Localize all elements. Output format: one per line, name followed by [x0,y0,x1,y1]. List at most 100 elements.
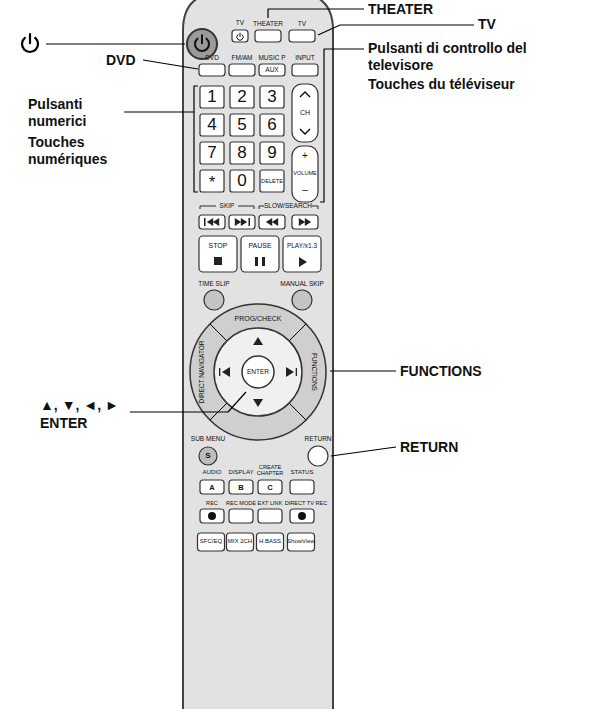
key-button [230,86,254,108]
leader-line [124,111,194,112]
key-button [200,86,224,108]
play-icon [299,257,307,267]
arrow-icon [253,337,263,345]
button-label: TV [236,19,244,27]
key-button [260,142,284,164]
key-number: 9 [267,143,276,163]
callout-label: THEATER [368,1,433,18]
enter-button [242,356,274,388]
key-number: 0 [237,171,246,191]
leader-bracket [194,86,198,192]
record-dot [298,512,306,520]
key-button [260,170,284,192]
button-label: MUSIC P [258,54,285,62]
button-label: STATUS [291,469,314,476]
function-button [200,480,224,494]
button-label: MIX 2CH [228,538,252,545]
button-label: MANUAL SKIP [280,280,323,288]
button-label: ShowView [287,538,315,545]
pause-icon [255,257,258,266]
callout-label: TV [478,16,496,33]
button-label: + [302,150,308,162]
transport-button [199,215,225,229]
record-button [229,509,253,523]
power-symbol [195,35,209,51]
slow-bracket [312,206,318,209]
button-label: PLAY/x1.3 [287,242,317,250]
callout-label: Pulsanti di controllo del televisore [368,40,583,74]
button-label: TIME SLIP [198,280,229,288]
button-label: DIRECT TV REC [285,500,328,507]
button-label: A [209,483,214,492]
key-number: 3 [267,87,276,107]
button-label: RETURN [304,435,331,443]
record-button [200,509,224,523]
key-button [260,114,284,136]
button-label: CH [300,109,310,117]
transport-button [199,236,237,272]
bar-icon [204,218,206,226]
time-slip-button [204,290,224,310]
leader-line [330,370,396,371]
key-button [200,170,224,192]
button-label: – [302,184,308,196]
button-label: SLOW/SEARCH [264,202,312,210]
leader-bracket [320,49,364,202]
source-button [292,64,318,76]
callout-label: ▲, ▼, ◄, ► [40,397,119,414]
button-label: C [267,483,272,492]
arrow-icon [213,218,219,226]
ring-divider [289,403,306,420]
button-label: DELETE [261,178,283,185]
key-number: 1 [207,87,216,107]
skip-bracket [238,206,254,209]
stop-icon [214,257,222,265]
ring-divider [289,324,306,341]
record-button [258,509,282,523]
key-number: 6 [267,115,276,135]
bar-icon [219,368,220,376]
button-label: TV [298,20,306,28]
button-label: H.BASS [259,538,281,545]
key-number: 5 [237,115,246,135]
arrow-icon [299,218,305,226]
record-dot [208,512,216,520]
key-button [200,114,224,136]
transport-button [229,215,255,229]
arrow-icon [207,218,213,226]
source-button [199,64,225,76]
sound-button [227,533,254,551]
button-label: FUNCTIONS [310,353,318,391]
sound-button [257,533,284,551]
key-number: 8 [237,143,246,163]
navigation-ring [190,304,326,440]
leader-line [318,25,474,35]
key-button [230,170,254,192]
arrow-icon [286,367,294,377]
remote-body [183,0,333,709]
tv-button [289,30,315,42]
button-label: STOP [209,242,228,250]
callout-label: Pulsanti numerici [28,96,122,130]
source-button [259,64,285,76]
button-label: EXT LINK [258,500,283,507]
button-label: S [205,451,210,461]
theater-button [255,30,281,42]
button-label: AUDIO [202,469,221,476]
key-number: 4 [207,115,216,135]
bar-icon [249,218,251,226]
leader-line [331,447,396,456]
button-label: REC [206,500,218,507]
function-button [258,480,282,494]
chevron-icon [300,129,310,134]
button-label: INPUT [295,54,315,62]
button-label: DVD [205,54,219,62]
arrow-icon [272,218,278,226]
key-button [230,142,254,164]
key-number: * [209,173,215,192]
leader-line [46,43,185,44]
transport-button [283,236,321,272]
arrow-icon [241,218,247,226]
button-label: PROG/CHECK [234,315,281,323]
power-symbol [237,33,243,40]
